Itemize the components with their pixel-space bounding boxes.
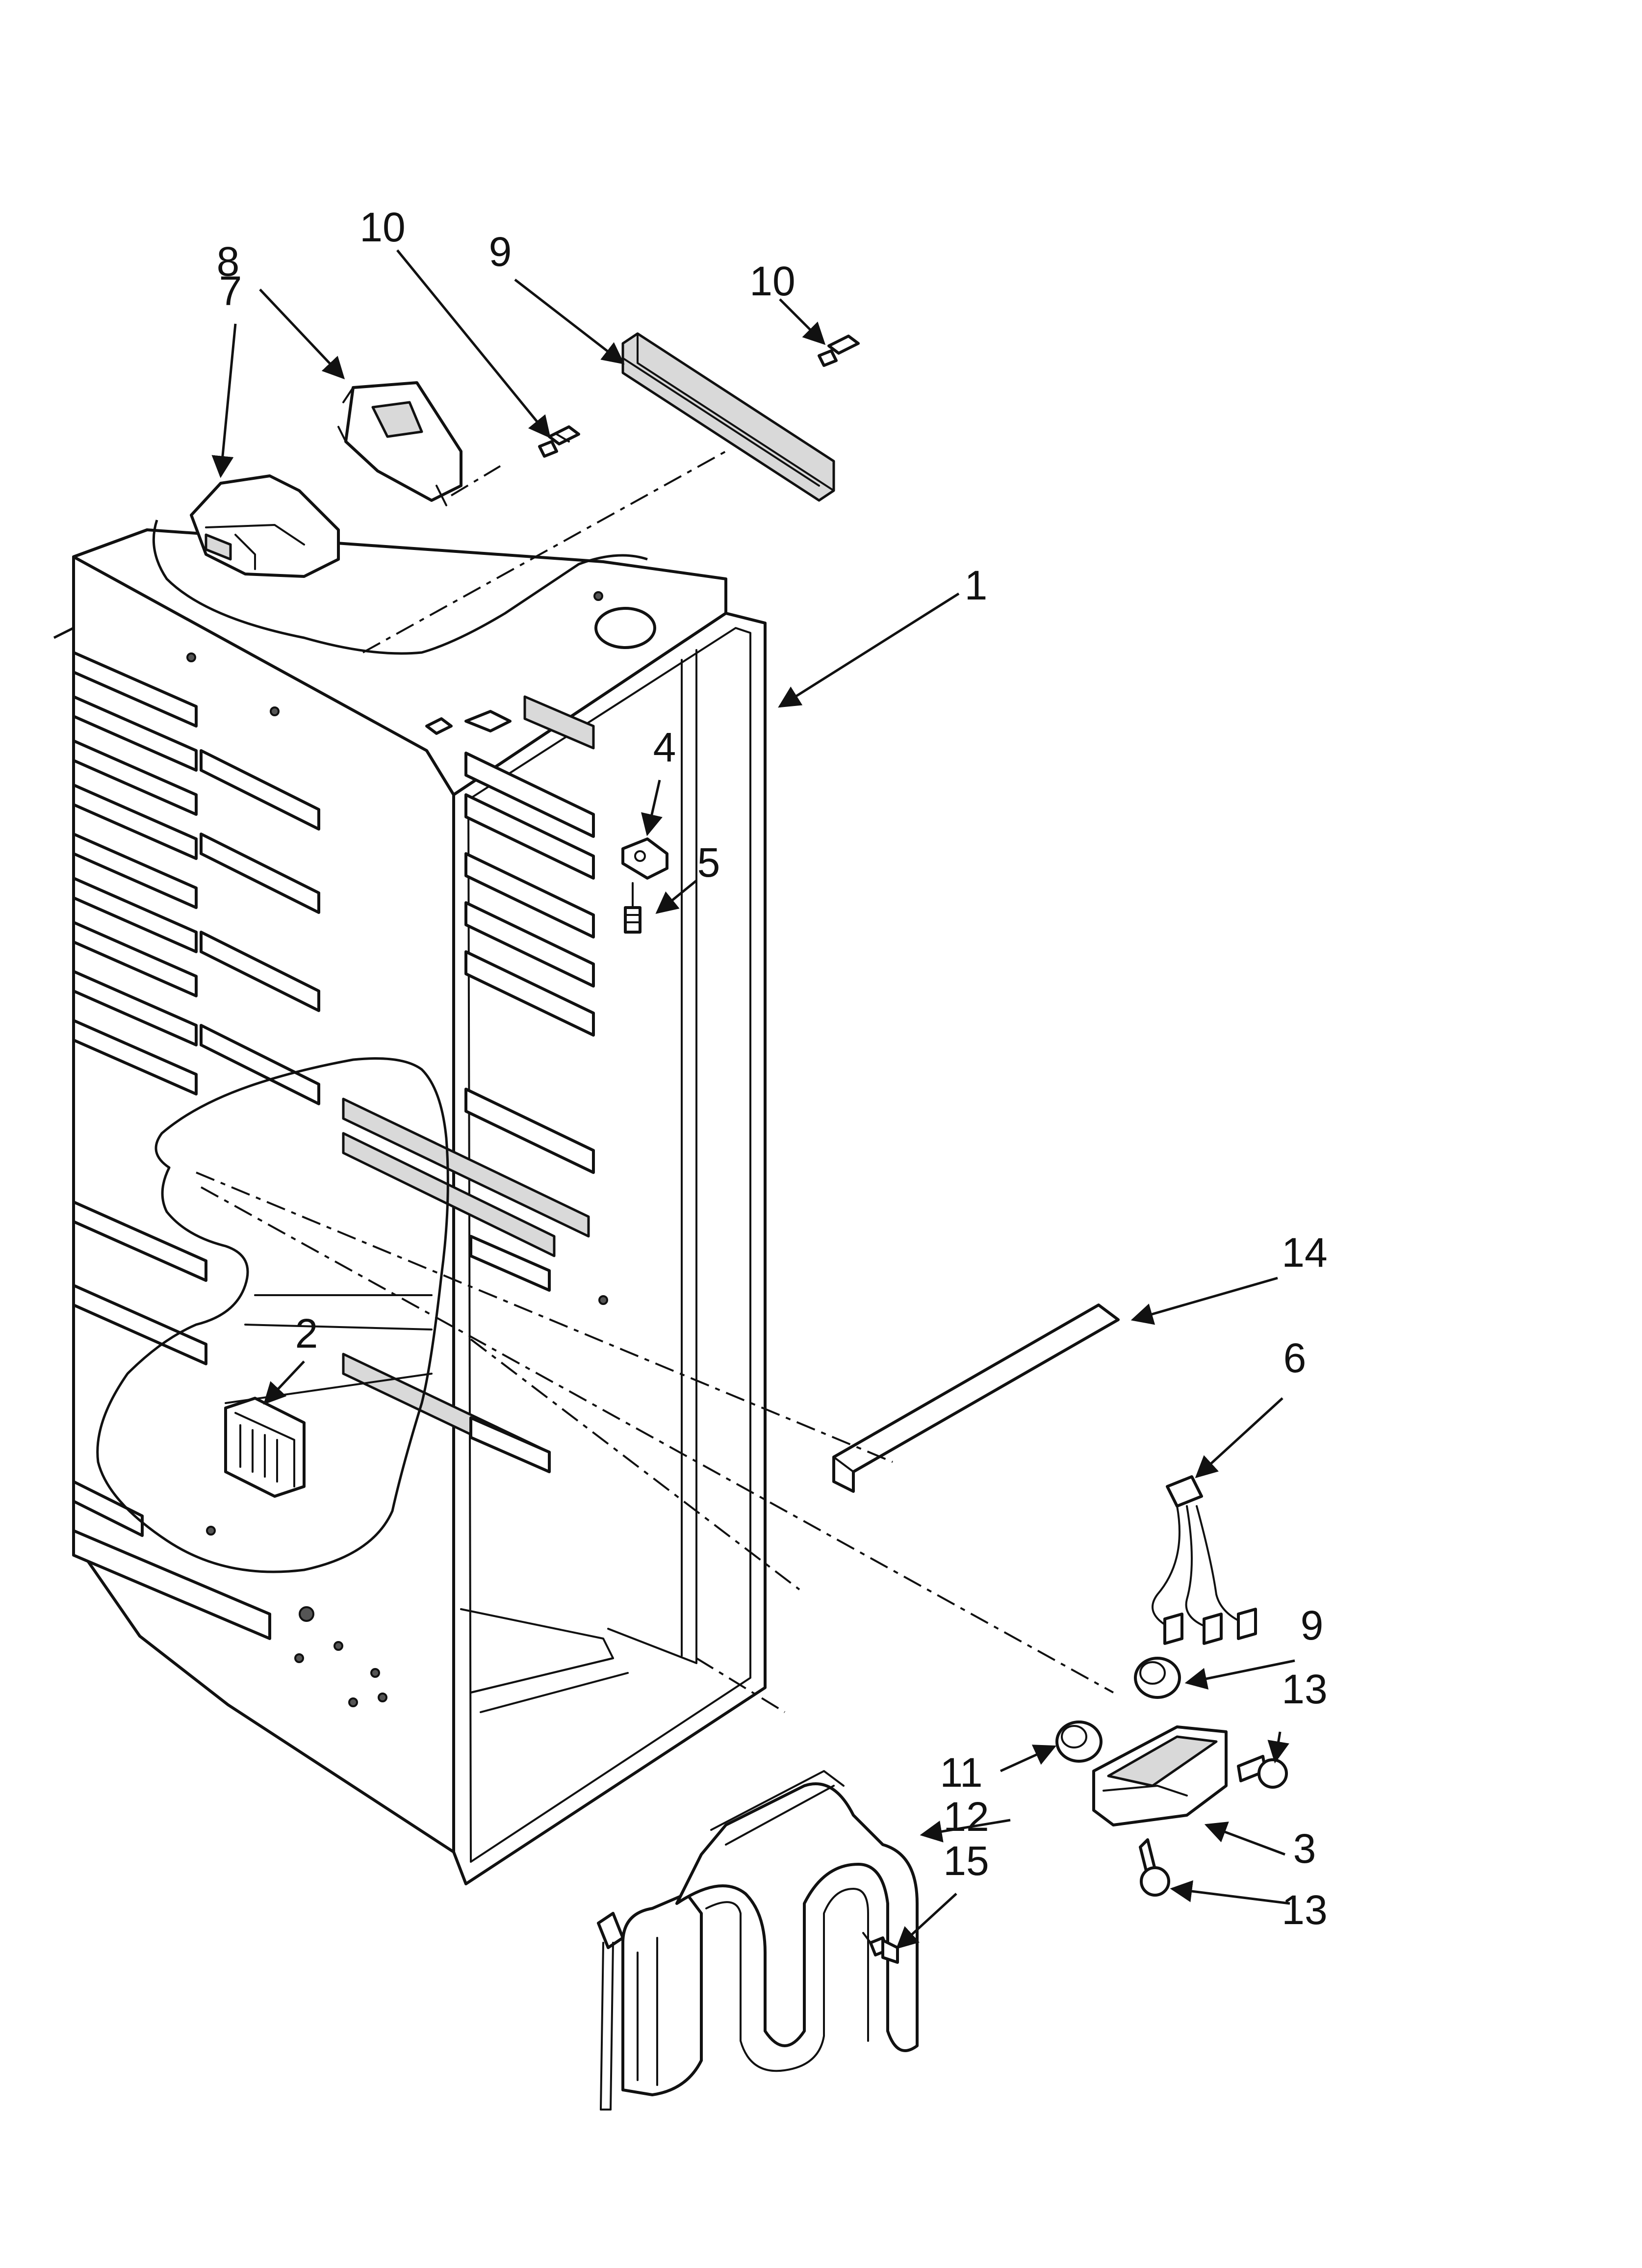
part-13-plug-top: [1237, 1755, 1288, 1789]
part-10-screw-left: [538, 425, 580, 458]
callout-4: 4: [653, 724, 676, 770]
part-10-screw-right: [818, 335, 860, 367]
part-11-grommet: [1055, 1721, 1103, 1763]
callout-6: 6: [1283, 1335, 1307, 1381]
callout-13-top: 13: [1282, 1666, 1327, 1712]
part-9-top-channel: [621, 332, 835, 502]
callout-3: 3: [1293, 1825, 1316, 1872]
part-12-heater-coil: [597, 1770, 919, 2111]
part-14-cover-strip: [832, 1303, 1120, 1493]
alignment-lines: [196, 450, 1114, 1713]
part-15-screw: [862, 1932, 899, 1964]
callout-14: 14: [1282, 1229, 1327, 1276]
callout-5: 5: [697, 839, 720, 886]
callout-10-left: 10: [359, 204, 405, 250]
part-8-bracket: [337, 381, 462, 506]
callout-7: 7: [219, 268, 242, 314]
part-4-clip: [621, 837, 668, 880]
part-5-screw: [624, 882, 641, 934]
callout-8: 8: [217, 238, 240, 285]
refrigerator-liner: [72, 520, 767, 1885]
callout-9-top: 9: [489, 229, 512, 275]
part-6-wire-harness: [1152, 1475, 1257, 1645]
part-7-control-housing: [190, 474, 340, 578]
part-9-right-grommet: [1134, 1657, 1181, 1699]
callout-11: 11: [940, 1749, 982, 1796]
callout-13-bottom: 13: [1282, 1887, 1327, 1933]
callout-12: 12: [943, 1794, 989, 1840]
part-2-vent-cover: [224, 1397, 306, 1498]
callout-leaders: [53, 249, 1295, 1950]
callout-2: 2: [295, 1310, 318, 1356]
callout-1: 1: [965, 562, 988, 608]
callout-9-right: 9: [1301, 1602, 1324, 1648]
left-wall-shelf-rails: [72, 651, 320, 1640]
callout-15: 15: [943, 1838, 989, 1884]
callout-labels: 1 2 3 4 5 6 7 8 9 9 10 10 11 12 13 13 14…: [217, 204, 1328, 1933]
part-13-plug-bottom: [1139, 1838, 1170, 1897]
part-3-housing: [1092, 1725, 1228, 1826]
callout-10-right: 10: [749, 258, 795, 304]
